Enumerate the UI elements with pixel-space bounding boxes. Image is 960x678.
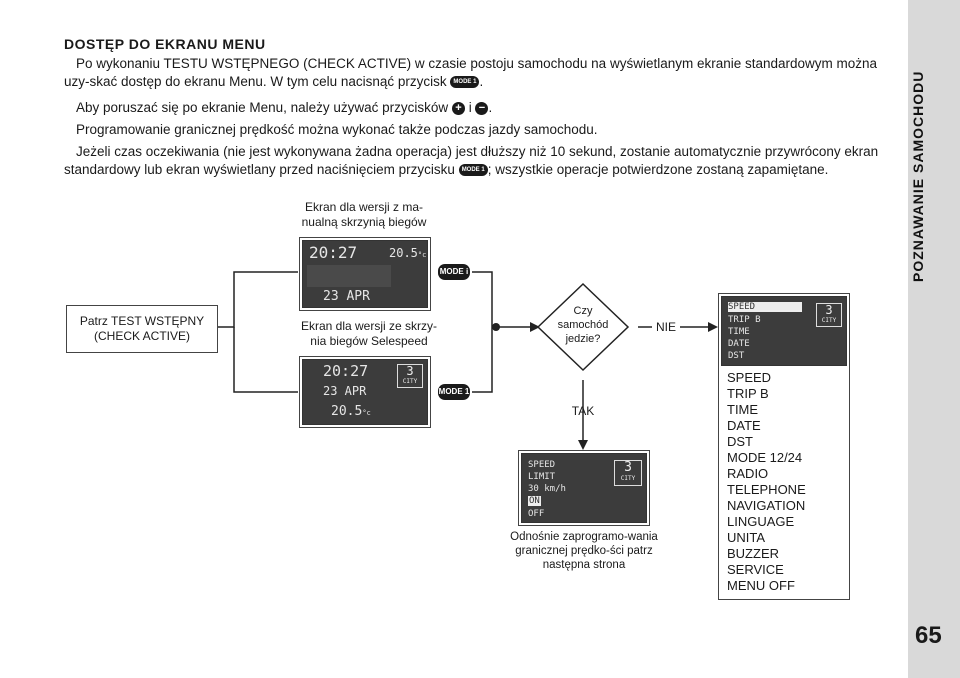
lcd-menu: SPEED TRIP B TIME DATE DST 3 CITY [721,296,847,366]
section-title: DOSTĘP DO EKRANU MENU [64,36,266,52]
menu-list-item: UNITA [727,530,766,545]
paragraph-2: Aby poruszać się po ekranie Menu, należy… [76,100,493,115]
paragraph-4: Jeżeli czas oczekiwania (nie jest wykony… [64,144,879,177]
manual-label: Ekran dla wersji z ma-nualną skrzynią bi… [301,200,427,229]
menu-list-item: MODE 12/24 [727,450,803,465]
page-number: 65 [915,622,942,649]
mode-button-icon: MODE 1 [450,76,480,89]
gear-indicator: 3 CITY [397,364,423,388]
lcd-manual-frame: 20:27 20.5°c 23 APR [299,237,431,311]
yes-label: TAK [571,404,595,418]
decision-diamond [536,282,630,372]
menu-list-item: BUZZER [727,546,779,561]
menu-list-item: LINGUAGE [727,514,795,529]
speed-caption: Odnośnie zaprogramo-wania granicznej prę… [510,531,658,571]
gear-indicator: 3 CITY [614,460,642,486]
menu-list-item: TRIP B [727,386,769,401]
no-label: NIE [655,320,676,334]
lcd-speed-frame: SPEED LIMIT 30 km/h ON OFF 3 CITY [518,450,650,526]
menu-list-item: NAVIGATION [727,498,806,513]
lcd-manual: 20:27 20.5°c 23 APR [302,240,428,308]
minus-icon: − [475,101,489,115]
menu-list-item: SERVICE [727,562,784,577]
menu-list-item: SPEED [727,370,772,385]
junction-dot [492,323,500,331]
side-bar [908,0,960,678]
menu-list-item: TELEPHONE [727,482,806,497]
start-box: Patrz TEST WSTĘPNY (CHECK ACTIVE) [66,305,218,353]
plus-icon: + [451,101,465,115]
menu-list-item: DST [727,434,753,449]
menu-list-item: MENU OFF [727,578,795,593]
mode-1-button[interactable]: MODE 1 [438,384,470,400]
mode-button-icon: MODE 1 [458,164,488,177]
menu-list-item: RADIO [727,466,769,481]
mode-i-button[interactable]: MODE i [438,264,470,280]
menu-list: SPEED TRIP B TIME DATE DST MODE 12/24 RA… [727,370,806,594]
gear-indicator: 3 CITY [816,303,842,327]
menu-box: SPEED TRIP B TIME DATE DST 3 CITY SPEED … [718,293,850,600]
menu-list-item: TIME [727,402,759,417]
paragraph-1: Po wykonaniu TESTU WSTĘPNEGO (CHECK ACTI… [64,56,878,89]
lcd-selespeed: 20:27 3 CITY 23 APR 20.5°c [302,359,428,425]
lcd-speed-limit: SPEED LIMIT 30 km/h ON OFF 3 CITY [521,453,647,523]
paragraph-3: Programowanie granicznej prędkość można … [76,122,598,137]
menu-list-item: DATE [727,418,761,433]
lcd-selespeed-frame: 20:27 3 CITY 23 APR 20.5°c [299,356,431,428]
decision-text: Czy samochód jedzie? [557,305,609,345]
selespeed-label: Ekran dla wersji ze skrzy-nia biegów Sel… [300,319,438,348]
